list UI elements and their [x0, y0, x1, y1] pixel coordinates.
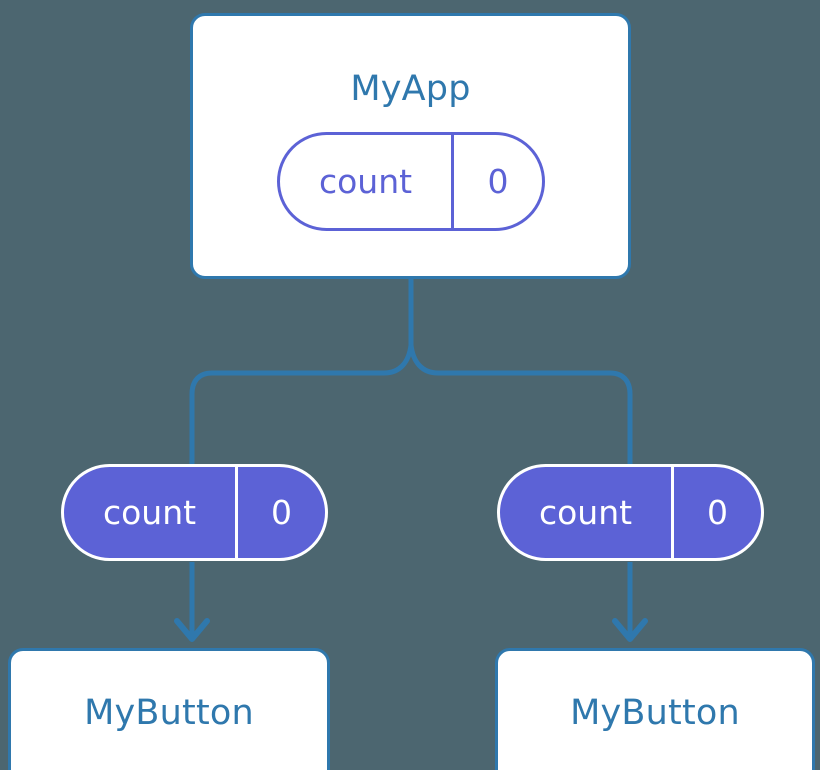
state-pill-child-right[interactable]: count 0 — [497, 464, 764, 561]
state-value-label: 0 — [451, 135, 542, 228]
connector-branch-right — [408, 344, 633, 466]
state-key-label: count — [538, 493, 633, 532]
state-key-label: count — [102, 493, 197, 532]
state-pill-child-left[interactable]: count 0 — [61, 464, 328, 561]
connector-branch-left — [189, 344, 414, 466]
state-key-label: count — [318, 162, 413, 201]
arrow-head-left-icon — [174, 618, 210, 642]
component-card-mybutton-right[interactable]: MyButton — [495, 648, 815, 770]
state-value-label: 0 — [671, 467, 761, 558]
component-label-mybutton: MyButton — [570, 693, 740, 733]
component-card-mybutton-left[interactable]: MyButton — [8, 648, 330, 770]
state-value-label: 0 — [235, 467, 325, 558]
component-label-mybutton: MyButton — [84, 693, 254, 733]
arrow-head-right-icon — [612, 618, 648, 642]
component-label-myapp: MyApp — [350, 69, 471, 109]
state-pill-myapp[interactable]: count 0 — [277, 132, 545, 231]
